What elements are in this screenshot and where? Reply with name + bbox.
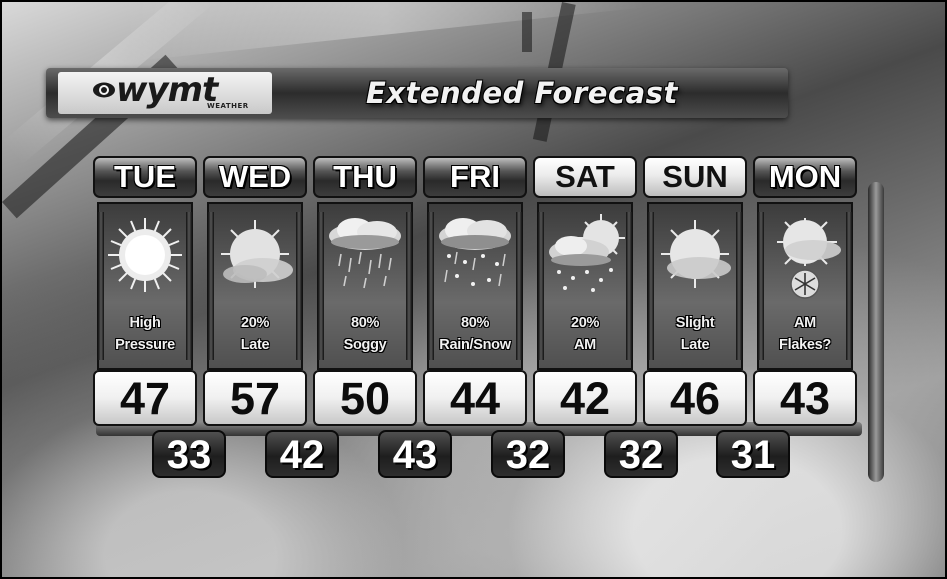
condition-text: 20% Late [209, 312, 301, 356]
condition-text: 80% Rain/Snow [429, 312, 521, 356]
day-header [203, 156, 307, 198]
condition-line-2: Soggy [343, 337, 387, 353]
day-label: SUN [662, 159, 728, 194]
condition-line-2: Rain/Snow [439, 337, 511, 353]
day-header [93, 156, 197, 198]
condition-panel: Slight Late [647, 202, 743, 370]
day-column-fri: FRI 80% Rain/Snow [423, 156, 527, 436]
day-header [753, 156, 857, 198]
day-label: WED [218, 159, 292, 194]
right-tube [868, 182, 884, 482]
day-column-wed: WED 20% Late 57 [203, 156, 307, 436]
condition-text: 80% Soggy [319, 312, 411, 356]
day-header [423, 156, 527, 198]
condition-line-1: 20% [570, 315, 600, 331]
low-temp: 32 [491, 430, 565, 478]
day-column-thu: THU 80% Soggy 50 [313, 156, 417, 436]
day-column-mon: MON AM Flakes? 43 [753, 156, 857, 436]
condition-panel: High Pressure [97, 202, 193, 370]
condition-line-2: Late [240, 337, 270, 353]
condition-line-1: 80% [350, 315, 380, 331]
condition-line-2: AM [574, 337, 596, 353]
condition-line-2: Flakes? [779, 337, 831, 353]
low-temp: 33 [152, 430, 226, 478]
low-temp: 32 [604, 430, 678, 478]
sun-snowflake-icon [777, 218, 841, 299]
condition-text: 20% AM [539, 312, 631, 356]
high-temp: 42 [533, 370, 637, 426]
condition-panel: AM Flakes? [757, 202, 853, 370]
partly-cloudy-flurries-icon [549, 214, 625, 292]
high-temp: 44 [423, 370, 527, 426]
condition-panel: 20% Late [207, 202, 303, 370]
rain-cloud-icon [329, 218, 401, 289]
low-temp: 42 [265, 430, 339, 478]
condition-line-1: AM [794, 315, 816, 331]
condition-panel: 20% AM [537, 202, 633, 370]
sun-icon [108, 218, 182, 292]
day-header [643, 156, 747, 198]
sun-haze-icon [661, 220, 731, 288]
day-label: TUE [114, 159, 176, 194]
day-header [313, 156, 417, 198]
logo-box [58, 72, 272, 114]
dark-band [522, 12, 532, 52]
day-label: THU [333, 159, 397, 194]
high-temp: 47 [93, 370, 197, 426]
rain-snow-cloud-icon [439, 218, 511, 287]
logo-subtext: WEATHER [207, 102, 249, 110]
condition-panel: 80% Soggy [317, 202, 413, 370]
condition-line-2: Late [680, 337, 710, 353]
day-header [533, 156, 637, 198]
day-column-tue: TUE High Pressure 47 [93, 156, 197, 436]
day-label: MON [768, 159, 842, 194]
low-temp: 43 [378, 430, 452, 478]
condition-line-1: Slight [675, 315, 715, 331]
condition-line-1: High [129, 315, 161, 331]
condition-line-1: 20% [240, 315, 270, 331]
high-temp: 46 [643, 370, 747, 426]
day-label: FRI [450, 159, 500, 194]
day-column-sat: SAT 20% AM 42 [533, 156, 637, 436]
condition-panel: 80% Rain/Snow [427, 202, 523, 370]
day-column-sun: SUN Slight Late 46 [643, 156, 747, 436]
high-temp: 57 [203, 370, 307, 426]
condition-line-2: Pressure [115, 337, 175, 353]
station-logo: wymt [116, 70, 218, 110]
low-temp: 31 [716, 430, 790, 478]
high-temp: 43 [753, 370, 857, 426]
day-label: SAT [555, 159, 615, 194]
condition-text: High Pressure [99, 312, 191, 356]
forecast-title: Extended Forecast [366, 76, 678, 110]
condition-text: Slight Late [649, 312, 741, 356]
condition-line-1: 80% [460, 315, 490, 331]
high-temp: 50 [313, 370, 417, 426]
cbs-eye-icon [93, 82, 115, 98]
condition-text: AM Flakes? [759, 312, 851, 356]
sun-haze-icon [221, 220, 293, 288]
